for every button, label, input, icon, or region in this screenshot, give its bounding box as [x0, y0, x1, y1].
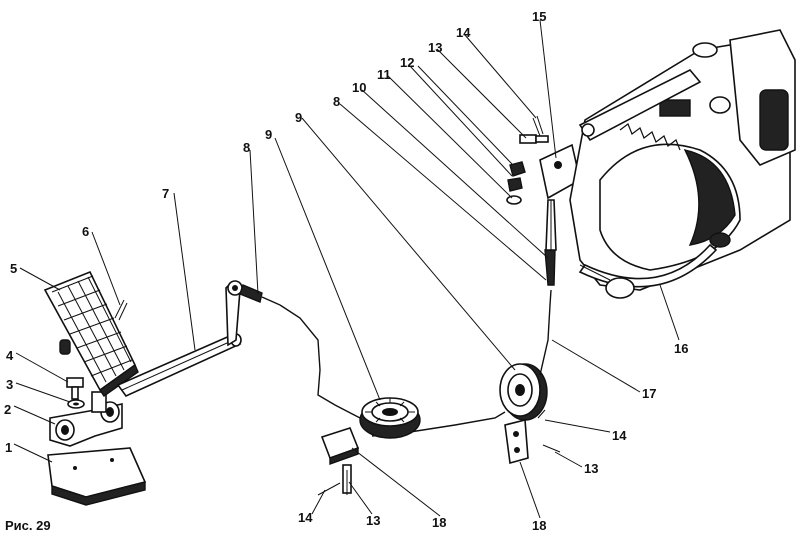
label-11: 11	[377, 67, 391, 82]
bolt	[66, 377, 84, 400]
label-2: 2	[4, 402, 11, 417]
label-14-bottom: 14	[298, 510, 313, 525]
label-16: 16	[674, 341, 688, 356]
label-17: 17	[642, 386, 656, 401]
label-1: 1	[5, 440, 12, 455]
washer	[67, 399, 85, 409]
label-18-left: 18	[432, 515, 446, 530]
label-14-right: 14	[612, 428, 627, 443]
cotter-pin	[114, 299, 128, 321]
cable-clevis-left	[239, 284, 281, 306]
label-10: 10	[352, 80, 366, 95]
transmission-brake-assembly	[569, 29, 796, 299]
bolt-small	[519, 134, 549, 144]
label-13-bottom: 13	[366, 513, 380, 528]
label-9-left: 9	[265, 127, 272, 142]
label-9-right: 9	[295, 110, 302, 125]
pedal-shaft	[116, 333, 242, 397]
pulley-bracket-right	[504, 409, 561, 465]
pedal-bracket	[49, 391, 123, 447]
brake-cable-upper	[539, 199, 557, 376]
floor-plate	[47, 447, 147, 506]
label-8-right: 8	[333, 94, 340, 109]
label-13-right: 13	[584, 461, 598, 476]
label-18-right: 18	[532, 518, 546, 533]
figure-caption: Рис. 29	[5, 518, 51, 533]
label-14-top: 14	[456, 25, 471, 40]
nut-pair	[507, 161, 526, 192]
part-labels: 1 2 3 4 5 6 7 8 9 9 8 10 11 12 13 14 15 …	[4, 9, 688, 533]
cable-pulley-right	[499, 363, 548, 421]
label-6: 6	[82, 224, 89, 239]
pulley-bracket-left	[317, 427, 360, 496]
cable-pulley-left	[359, 397, 421, 439]
label-13-top: 13	[428, 40, 442, 55]
label-15: 15	[532, 9, 546, 24]
label-7: 7	[162, 186, 169, 201]
label-4: 4	[6, 348, 14, 363]
brake-pedal	[43, 270, 139, 397]
washer-small	[506, 195, 522, 205]
label-8-left: 8	[243, 140, 250, 155]
leader-lines	[13, 19, 680, 519]
label-12: 12	[400, 55, 414, 70]
label-3: 3	[6, 377, 13, 392]
lever-bracket	[539, 143, 581, 200]
label-5: 5	[10, 261, 17, 276]
cotter-pin-small	[532, 115, 544, 137]
